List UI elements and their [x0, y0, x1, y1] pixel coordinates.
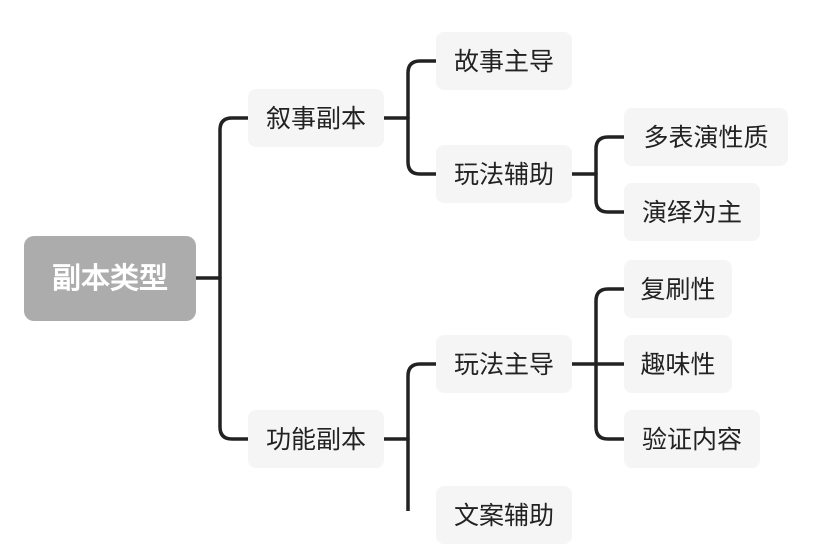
connector-narrative-to-story [382, 59, 438, 120]
connector-lead-to-verify [594, 362, 626, 441]
node-functional-dungeon[interactable]: 功能副本 [248, 410, 384, 468]
connector-root-to-functional [218, 276, 250, 441]
node-performance-heavy[interactable]: 多表演性质 [624, 108, 788, 166]
connector-narrative-to-gameplay-assist [406, 116, 438, 176]
node-acting-focused[interactable]: 演绎为主 [624, 183, 760, 241]
connector-lead-to-replay [570, 287, 626, 366]
node-label: 功能副本 [265, 424, 366, 454]
node-label: 演绎为主 [641, 197, 742, 227]
node-label: 趣味性 [640, 349, 716, 379]
node-label: 复刷性 [640, 274, 716, 304]
node-label: 验证内容 [641, 424, 742, 454]
node-label: 玩法主导 [453, 349, 554, 379]
node-label: 故事主导 [453, 46, 554, 76]
node-label: 文案辅助 [453, 501, 554, 530]
connector-functional-to-gameplay-lead [382, 362, 438, 441]
node-label: 玩法辅助 [453, 159, 554, 189]
node-replayability[interactable]: 复刷性 [624, 260, 732, 318]
node-gameplay-led[interactable]: 玩法主导 [436, 335, 572, 393]
node-gameplay-assist[interactable]: 玩法辅助 [436, 145, 572, 203]
node-label: 多表演性质 [643, 122, 769, 152]
node-story-led[interactable]: 故事主导 [436, 32, 572, 90]
node-copy-assist[interactable]: 文案辅助 [436, 486, 572, 544]
node-verify-content[interactable]: 验证内容 [624, 410, 760, 468]
root-node[interactable]: 副本类型 [24, 236, 196, 321]
node-fun[interactable]: 趣味性 [624, 335, 732, 393]
root-node-label: 副本类型 [51, 261, 168, 295]
node-narrative-dungeon[interactable]: 叙事副本 [248, 89, 384, 147]
mindmap-canvas: 副本类型 叙事副本 功能副本 故事主导 玩法辅助 多表演性质 演绎为主 玩法主导… [24, 32, 788, 528]
connector-assist-to-acting [594, 172, 626, 214]
connector-assist-to-performance [570, 135, 626, 176]
node-label: 叙事副本 [265, 103, 366, 133]
connector-lines [194, 59, 626, 511]
connector-root-to-narrative [194, 116, 250, 280]
